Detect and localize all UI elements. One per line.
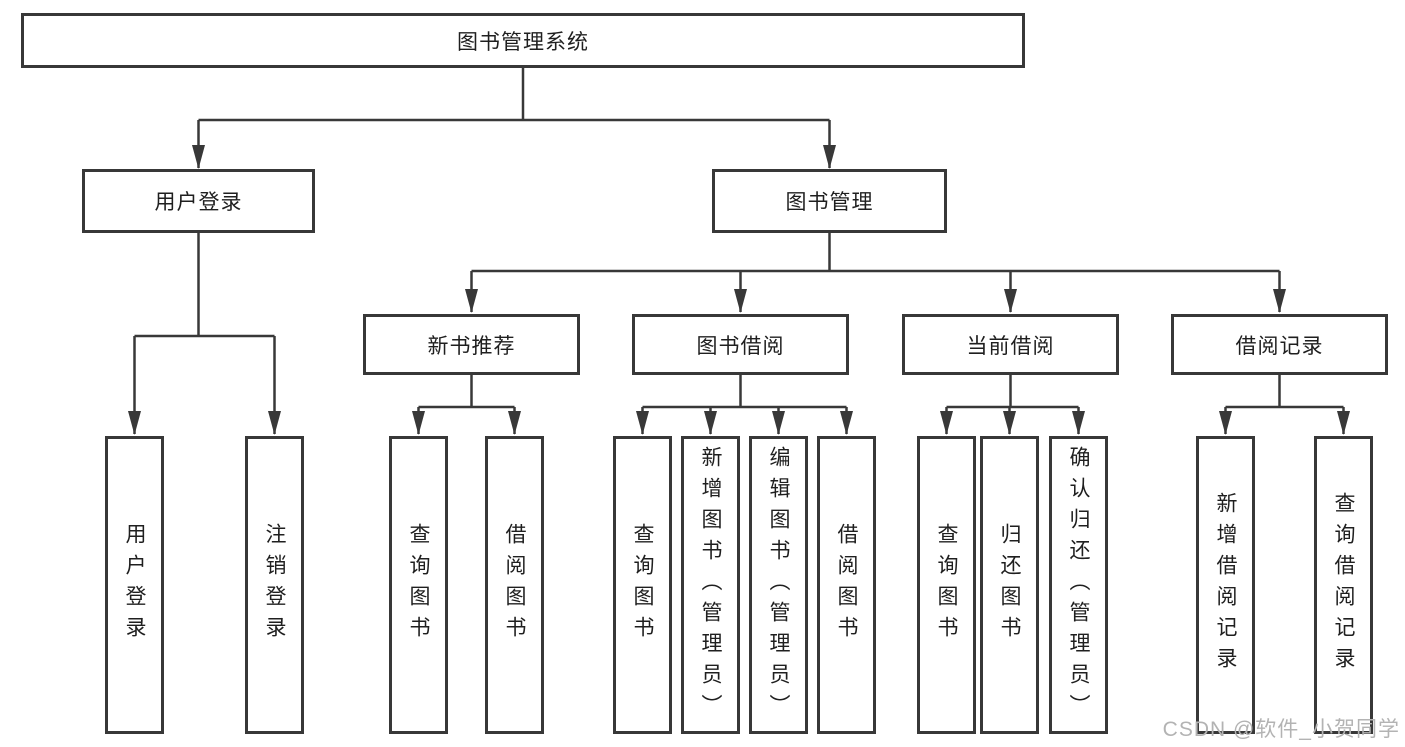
leaf-user-login: 用户登录 — [105, 436, 164, 734]
node-library-management-system: 图书管理系统 — [21, 13, 1025, 68]
leaf-records-add-borrow-record: 新增借阅记录 — [1196, 436, 1255, 734]
leaf-newbook-borrow-books: 借阅图书 — [485, 436, 544, 734]
node-label: 查询借阅记录 — [1332, 492, 1355, 678]
node-label: 用户登录 — [123, 523, 146, 647]
node-borrow-records: 借阅记录 — [1171, 314, 1388, 375]
leaf-records-query-borrow-record: 查询借阅记录 — [1314, 436, 1373, 734]
node-label: 确认归还（管理员） — [1067, 445, 1090, 725]
node-label: 新书推荐 — [427, 334, 516, 358]
node-label: 编辑图书（管理员） — [767, 445, 790, 725]
leaf-current-query-books: 查询图书 — [917, 436, 976, 734]
node-label: 查询图书 — [407, 523, 430, 647]
node-book-borrow: 图书借阅 — [632, 314, 849, 375]
node-label: 查询图书 — [631, 523, 654, 647]
node-label: 借阅图书 — [503, 523, 526, 647]
node-current-borrow: 当前借阅 — [902, 314, 1119, 375]
leaf-newbook-query-books: 查询图书 — [389, 436, 448, 734]
leaf-borrow-edit-books-admin: 编辑图书（管理员） — [749, 436, 808, 734]
node-label: 查询图书 — [935, 523, 958, 647]
node-label: 图书管理系统 — [457, 30, 589, 54]
leaf-current-confirm-return-admin: 确认归还（管理员） — [1049, 436, 1108, 734]
node-label: 新增借阅记录 — [1214, 492, 1237, 678]
node-new-book-recommend: 新书推荐 — [363, 314, 580, 375]
leaf-borrow-query-books: 查询图书 — [613, 436, 672, 734]
node-label: 新增图书（管理员） — [699, 445, 722, 725]
node-label: 用户登录 — [154, 191, 243, 214]
node-label: 当前借阅 — [966, 334, 1055, 358]
leaf-borrow-add-books-admin: 新增图书（管理员） — [681, 436, 740, 734]
node-label: 借阅图书 — [835, 523, 858, 647]
leaf-borrow-borrow-books: 借阅图书 — [817, 436, 876, 734]
node-user-login: 用户登录 — [82, 169, 315, 233]
leaf-logout-login: 注销登录 — [245, 436, 304, 734]
node-book-management: 图书管理 — [712, 169, 947, 233]
csdn-watermark: CSDN @软件_小贺同学 — [1162, 718, 1400, 741]
node-label: 图书借阅 — [696, 334, 785, 358]
node-label: 图书管理 — [785, 191, 874, 214]
leaf-current-return-books: 归还图书 — [980, 436, 1039, 734]
node-label: 归还图书 — [998, 523, 1021, 647]
node-label: 注销登录 — [263, 523, 286, 647]
node-label: 借阅记录 — [1235, 334, 1324, 358]
